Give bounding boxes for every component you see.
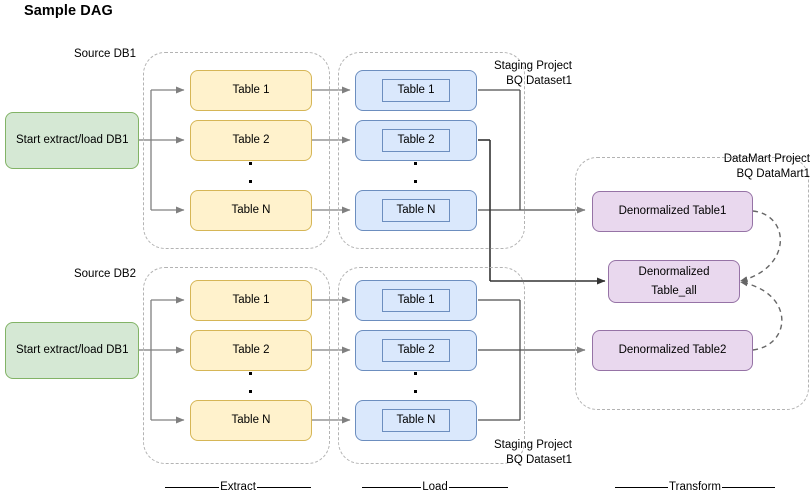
extract-bottom-table-1[interactable]: Table 1 — [190, 280, 312, 321]
load-bottom-ellipsis-dot-2 — [414, 390, 417, 393]
extract-top-table-n-label: Table N — [231, 204, 271, 216]
load-top-table-2-label: Table 2 — [382, 129, 450, 152]
denormalized-table1-label: Denormalized Table1 — [618, 205, 727, 217]
phase-extract-label: Extract — [220, 481, 256, 493]
load-bottom-table-1-label: Table 1 — [382, 289, 450, 312]
extract-container-bottom — [143, 267, 330, 464]
phase-load-label: Load — [422, 481, 448, 493]
phase-extract: Extract — [165, 481, 312, 493]
datamart-project-label: DataMart Project BQ DataMart1 — [723, 153, 810, 180]
load-top-table-1-label: Table 1 — [382, 79, 450, 102]
page-title: Sample DAG — [24, 3, 113, 19]
denormalized-table2[interactable]: Denormalized Table2 — [592, 330, 753, 371]
source-db2-label: Source DB2 — [73, 268, 136, 280]
load-top-table-n[interactable]: Table N — [355, 190, 477, 231]
phase-transform: Transform — [615, 481, 776, 493]
load-container-top — [338, 52, 525, 249]
load-top-ellipsis-dot-1 — [414, 162, 417, 165]
load-top-ellipsis-dot-2 — [414, 180, 417, 183]
denormalized-table2-label: Denormalized Table2 — [618, 344, 727, 356]
start-node-db1[interactable]: Start extract/load DB1 — [5, 112, 139, 169]
extract-top-ellipsis-dot-1 — [249, 162, 252, 165]
load-container-bottom — [338, 267, 525, 464]
extract-top-table-n[interactable]: Table N — [190, 190, 312, 231]
extract-top-ellipsis-dot-2 — [249, 180, 252, 183]
extract-top-table-1[interactable]: Table 1 — [190, 70, 312, 111]
extract-bottom-ellipsis-dot-2 — [249, 390, 252, 393]
extract-container-top — [143, 52, 330, 249]
staging-project-label-bottom: Staging Project BQ Dataset1 — [494, 439, 572, 466]
start-node-db2[interactable]: Start extract/load DB1 — [5, 322, 139, 379]
load-bottom-table-2[interactable]: Table 2 — [355, 330, 477, 371]
load-bottom-table-1[interactable]: Table 1 — [355, 280, 477, 321]
load-top-table-2[interactable]: Table 2 — [355, 120, 477, 161]
extract-bottom-table-2-label: Table 2 — [232, 344, 270, 356]
extract-top-table-2[interactable]: Table 2 — [190, 120, 312, 161]
phase-extract-rule-left — [165, 486, 220, 488]
denormalized-table-all-line2: Table_all — [651, 284, 697, 297]
source-db1-label: Source DB1 — [73, 48, 136, 60]
phase-transform-label: Transform — [669, 481, 721, 493]
start-node-db1-label: Start extract/load DB1 — [16, 134, 129, 146]
datamart-container — [575, 157, 809, 410]
extract-top-table-2-label: Table 2 — [232, 134, 270, 146]
phase-load-rule-right — [448, 486, 508, 488]
phase-load: Load — [362, 481, 508, 493]
load-bottom-table-n-label: Table N — [382, 409, 450, 432]
start-node-db2-label: Start extract/load DB1 — [16, 344, 129, 356]
denormalized-table1[interactable]: Denormalized Table1 — [592, 191, 753, 232]
extract-bottom-ellipsis-dot-1 — [249, 372, 252, 375]
phase-transform-rule-right — [722, 486, 776, 488]
denormalized-table-all[interactable]: Denormalized Table_all — [608, 260, 740, 303]
phase-load-rule-left — [362, 486, 422, 488]
extract-bottom-table-n-label: Table N — [231, 414, 271, 426]
load-top-table-1[interactable]: Table 1 — [355, 70, 477, 111]
extract-bottom-table-1-label: Table 1 — [232, 294, 270, 306]
load-bottom-table-2-label: Table 2 — [382, 339, 450, 362]
extract-bottom-table-n[interactable]: Table N — [190, 400, 312, 441]
phase-extract-rule-right — [256, 486, 312, 488]
staging-project-label-top: Staging Project BQ Dataset1 — [494, 60, 572, 87]
load-bottom-ellipsis-dot-1 — [414, 372, 417, 375]
load-top-table-n-label: Table N — [382, 199, 450, 222]
extract-bottom-table-2[interactable]: Table 2 — [190, 330, 312, 371]
denormalized-table-all-line1: Denormalized — [638, 265, 710, 278]
phase-transform-rule-left — [615, 486, 669, 488]
extract-top-table-1-label: Table 1 — [232, 84, 270, 96]
load-bottom-table-n[interactable]: Table N — [355, 400, 477, 441]
